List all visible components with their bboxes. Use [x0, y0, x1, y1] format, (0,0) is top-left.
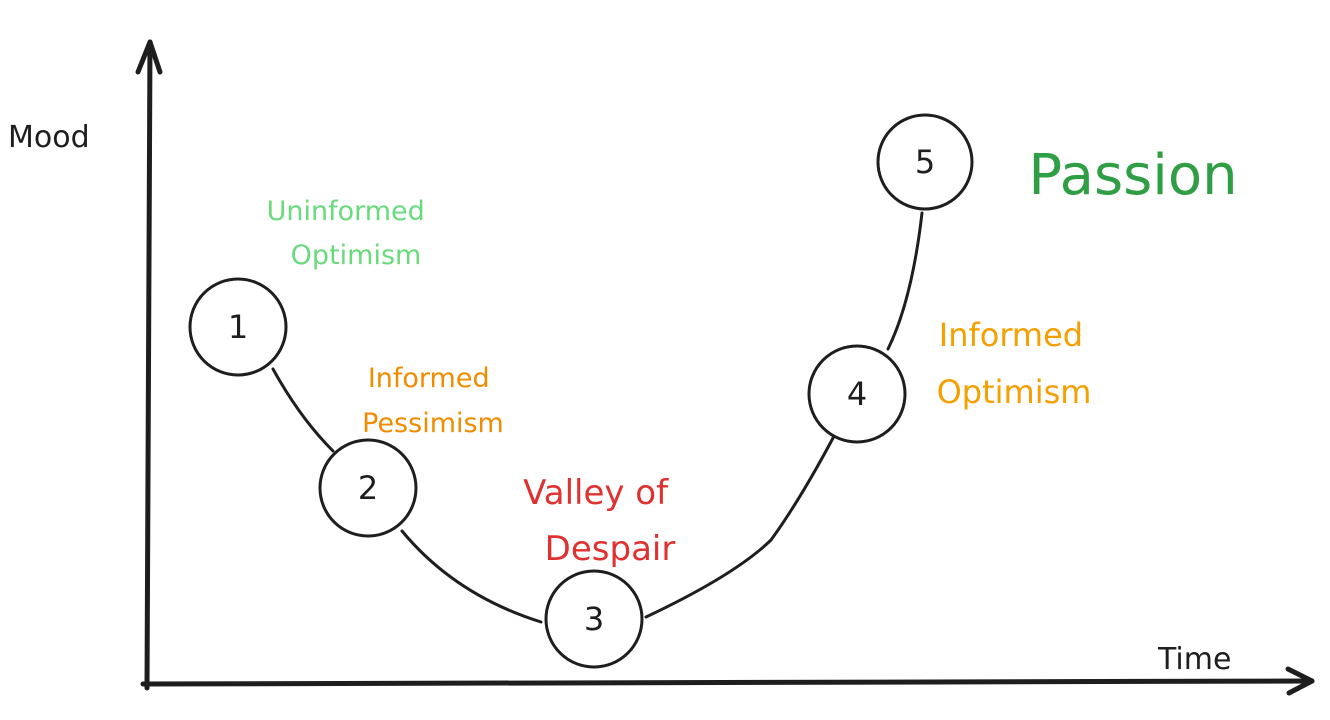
- x-axis: [140, 678, 1315, 687]
- stage-number: 2: [358, 469, 378, 507]
- stage-label-3: Valley of Despair: [523, 473, 679, 569]
- curve-segment-2-3: [400, 529, 543, 624]
- stage-label-5: Passion: [1028, 143, 1237, 208]
- stage-label-1: Uninformed Optimism: [267, 196, 434, 271]
- curve-segment-4-5: [886, 211, 924, 351]
- x-axis-arrowhead: [1285, 666, 1315, 696]
- curve-segment-1-2: [271, 367, 335, 453]
- curve-segment-3-4: [644, 436, 835, 619]
- stage-node-circle: [188, 277, 288, 377]
- stage-node-4: 4: [807, 344, 907, 444]
- stage-node-circle: [318, 438, 418, 538]
- stage-node-1: 1: [188, 277, 288, 377]
- y-axis: [144, 39, 153, 691]
- stage-node-circle: [876, 113, 974, 211]
- stage-label-line: Optimism: [291, 240, 422, 271]
- stage-number: 5: [915, 143, 935, 181]
- stage-label-line: Optimism: [937, 373, 1092, 411]
- stage-node-3: 3: [544, 569, 644, 669]
- stage-node-5: 5: [876, 113, 974, 211]
- stage-label-line: Valley of: [523, 473, 669, 513]
- stage-label-line: Despair: [545, 529, 676, 569]
- stage-label-line: Passion: [1028, 143, 1237, 208]
- stage-label-line: Informed: [939, 316, 1083, 354]
- stage-node-2: 2: [318, 438, 418, 538]
- y-axis-arrowhead: [135, 39, 163, 75]
- stage-label-4: Informed Optimism: [937, 316, 1094, 411]
- stage-node-circle: [807, 344, 907, 444]
- y-axis-label: Mood: [8, 120, 90, 155]
- stage-number: 4: [847, 375, 867, 413]
- stage-number: 3: [584, 600, 604, 638]
- stage-number: 1: [228, 308, 248, 346]
- stage-label-2: Informed Pessimism: [362, 363, 504, 439]
- stage-label-line: Pessimism: [362, 408, 504, 439]
- x-axis-label: Time: [1157, 642, 1231, 677]
- stage-node-circle: [544, 569, 644, 669]
- stage-label-line: Uninformed: [267, 196, 425, 227]
- stage-label-line: Informed: [368, 363, 490, 394]
